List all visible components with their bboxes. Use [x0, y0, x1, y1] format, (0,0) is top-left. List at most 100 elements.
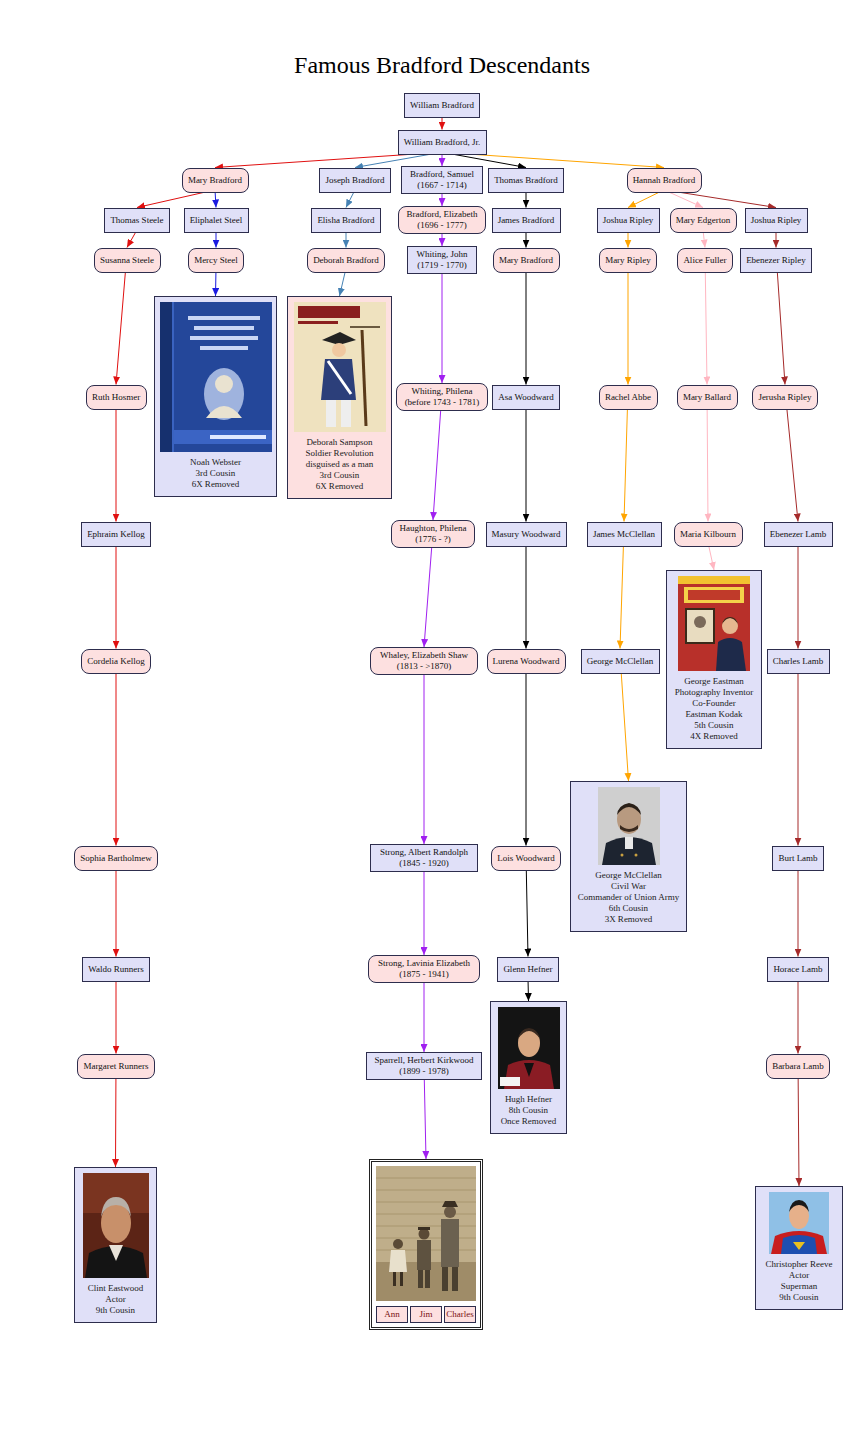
family-photo-part: [418, 1227, 430, 1230]
comic-cover-part: [722, 617, 738, 624]
descent-arrow: [628, 273, 629, 385]
descent-arrow: [526, 273, 527, 385]
man-box: William Bradford, Jr.: [398, 130, 487, 155]
woman-box: Alice Fuller: [677, 248, 733, 273]
general-portrait-part: [625, 837, 633, 849]
person-name: Rachel Abbe: [605, 392, 652, 403]
man-box: Burt Lamb: [772, 846, 824, 871]
general-portrait-part: [634, 854, 637, 857]
person-name: Maria Kilbourn: [680, 529, 737, 540]
descent-arrow: [624, 410, 627, 522]
dictionary-cover-part: [210, 435, 266, 439]
descent-arrow: [116, 674, 117, 846]
descent-arrow: [475, 155, 664, 168]
descent-arrow: [215, 155, 408, 168]
comic-cover-part: [678, 576, 750, 584]
descendant-name: Deborah Sampson: [292, 437, 387, 448]
superhero-portrait-part: [789, 1200, 809, 1212]
superhero-portrait-part: [781, 1235, 817, 1254]
family-photo-part: [376, 1190, 476, 1191]
descent-arrow: [798, 871, 799, 957]
descent-arrow: [424, 872, 425, 955]
descendant-note: Co-Founder: [671, 698, 757, 709]
descendant-note: Actor: [79, 1294, 152, 1305]
descent-arrow: [798, 982, 799, 1054]
descendant-card: George EastmanPhotography InventorCo-Fou…: [666, 570, 762, 749]
descent-arrow: [787, 410, 798, 522]
woman-box: Mary Ripley: [599, 248, 657, 273]
person-name: Sparrell, Herbert Kirkwood (1899 - 1978): [372, 1055, 476, 1077]
soldier-poster-part: [294, 302, 386, 432]
comic-cover-part: [688, 590, 740, 600]
descent-arrow: [798, 674, 799, 846]
family-photo-part: [376, 1178, 476, 1250]
man-box: Joshua Ripley: [745, 208, 808, 233]
man-box: Eliphalet Steel: [184, 208, 249, 233]
man-box: Thomas Bradford: [488, 168, 564, 193]
soldier-poster-part: [298, 321, 338, 324]
descent-arrow: [681, 193, 776, 208]
person-name: Haughton, Philena (1776 - ?): [397, 523, 469, 545]
comic-cover: [678, 576, 750, 671]
soldier-poster-part: [332, 343, 346, 357]
soldier-poster: [294, 302, 386, 432]
descent-arrow: [340, 273, 346, 297]
person-name: Susanna Steele: [100, 255, 155, 266]
person-name: James McClellan: [593, 529, 656, 540]
descendant-card: Hugh Hefner8th CousinOnce Removed: [490, 1001, 567, 1134]
descendant-name: George Eastman: [671, 676, 757, 687]
descendant-name: Christopher Reeve: [760, 1259, 838, 1270]
actor-portrait-part: [85, 1246, 147, 1278]
descendant-note: Superman: [760, 1281, 838, 1292]
descent-arrow: [620, 547, 623, 649]
family-photo-part: [452, 1267, 458, 1291]
descent-arrow: [709, 547, 714, 571]
person-name: Mary Ripley: [605, 255, 651, 266]
person-name: Deborah Bradford: [313, 255, 379, 266]
comic-cover-part: [684, 587, 744, 603]
man-box: Asa Woodward: [492, 385, 560, 410]
soldier-poster-part: [298, 306, 360, 318]
descendant-note: Civil War: [575, 881, 682, 892]
descendant-note: 3rd Cousin: [159, 468, 272, 479]
descent-arrow: [137, 193, 203, 208]
descendant-note: Photography Inventor: [671, 687, 757, 698]
person-name: Sophia Bartholmew: [80, 853, 152, 864]
woman-box: Barbara Lamb: [766, 1054, 830, 1079]
descent-arrow: [526, 193, 527, 208]
soldier-poster-part: [350, 326, 380, 328]
descendant-note: 6X Removed: [292, 481, 387, 492]
woman-box: Lois Woodward: [491, 846, 561, 871]
descent-arrow: [442, 194, 443, 206]
descent-arrow: [424, 983, 425, 1052]
dictionary-cover-part: [190, 336, 258, 340]
woman-box: Haughton, Philena (1776 - ?): [391, 520, 475, 548]
dictionary-cover-part: [204, 368, 244, 420]
dictionary-cover-part: [160, 302, 272, 452]
descent-arrow: [798, 1079, 800, 1187]
family-photo-part: [400, 1272, 403, 1286]
person-name: Ebenezer Lamb: [770, 529, 827, 540]
descent-arrow: [116, 982, 117, 1054]
descendant-card: Christopher ReeveActorSuperman9th Cousin: [755, 1186, 843, 1310]
descendant-note: 9th Cousin: [760, 1292, 838, 1303]
woman-box: Susanna Steele: [94, 248, 161, 273]
descent-arrow: [526, 547, 527, 649]
man-box: Sparrell, Herbert Kirkwood (1899 - 1978): [366, 1052, 482, 1080]
descent-arrow: [621, 674, 628, 782]
comic-cover-part: [686, 609, 714, 643]
general-portrait: [598, 787, 660, 865]
man-box: William Bradford: [404, 93, 480, 118]
descent-arrow: [215, 193, 217, 208]
descent-arrow: [776, 233, 777, 248]
descent-arrow: [528, 982, 529, 1002]
descent-arrow: [442, 118, 443, 130]
descent-arrow: [116, 273, 125, 385]
descent-arrow: [346, 233, 347, 248]
family-photo-part: [425, 1270, 430, 1288]
descent-arrow: [705, 273, 707, 385]
man-box: Joshua Ripley: [597, 208, 660, 233]
general-portrait-part: [620, 854, 623, 857]
general-portrait-part: [617, 804, 641, 834]
general-portrait-part: [617, 803, 641, 815]
